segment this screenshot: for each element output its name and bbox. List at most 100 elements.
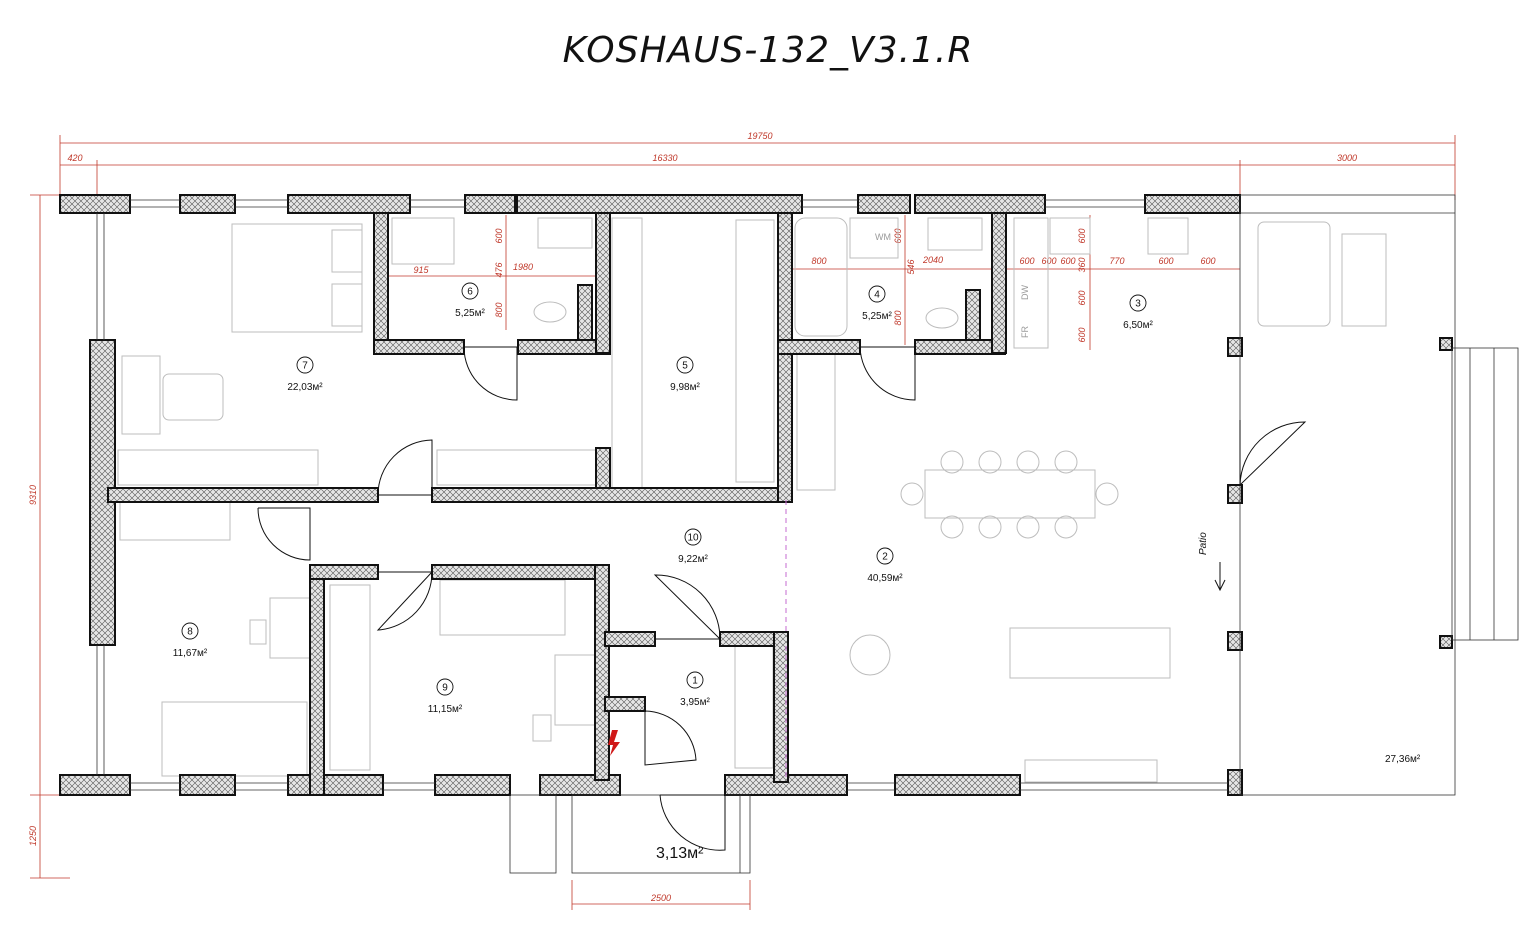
sofa bbox=[1009, 627, 1171, 679]
armchair bbox=[162, 373, 224, 421]
room-number: 5 bbox=[682, 361, 688, 372]
dim-inner: 600 bbox=[1077, 228, 1087, 243]
dim-inner: 600 bbox=[1019, 256, 1034, 266]
room-markers: 13,95м²240,59м²36,50м²45,25м²59,98м²65,2… bbox=[173, 282, 1154, 715]
doors bbox=[257, 346, 1307, 851]
dim-inner: 600 bbox=[1041, 256, 1056, 266]
wardrobe bbox=[119, 501, 231, 541]
room-number: 1 bbox=[692, 676, 698, 687]
dim-left-offset: 420 bbox=[67, 153, 82, 163]
dim-inner: 1980 bbox=[513, 262, 533, 272]
patio-label: Patio bbox=[1198, 532, 1209, 555]
wardrobe bbox=[611, 217, 643, 489]
bed bbox=[161, 701, 308, 777]
room-area: 5,25м² bbox=[862, 311, 892, 322]
wardrobe bbox=[734, 645, 774, 769]
room-area: 40,59м² bbox=[867, 573, 903, 584]
room-marker-circle bbox=[684, 528, 702, 546]
desk bbox=[269, 597, 311, 659]
sink bbox=[927, 217, 983, 251]
dim-inner: 800 bbox=[811, 256, 826, 266]
washing-machine-label: WM bbox=[875, 232, 891, 242]
room-number: 8 bbox=[187, 627, 193, 638]
dim-overall: 19750 bbox=[747, 131, 772, 141]
dim-inner: 800 bbox=[494, 302, 504, 317]
room-number: 10 bbox=[687, 533, 699, 544]
dim-inner: 2040 bbox=[922, 255, 943, 265]
outdoor-sofa bbox=[1257, 221, 1331, 327]
dim-inner: 360 bbox=[1077, 257, 1087, 272]
chair bbox=[249, 619, 267, 645]
washing-machine bbox=[849, 217, 899, 259]
dim-inner: 770 bbox=[1109, 256, 1124, 266]
dim-inner: 546 bbox=[906, 259, 916, 274]
walls bbox=[59, 194, 1453, 796]
room-area: 3,95м² bbox=[680, 697, 710, 708]
chair bbox=[532, 714, 552, 742]
room-area: 11,15м² bbox=[428, 704, 463, 715]
room-marker-circle bbox=[296, 356, 314, 374]
dim-inner: 600 bbox=[1200, 256, 1215, 266]
wardrobe bbox=[329, 584, 371, 771]
patio-area: 27,36м² bbox=[1385, 754, 1421, 765]
room-marker-circle bbox=[461, 282, 479, 300]
bathtub bbox=[794, 217, 848, 337]
dim-inner: 600 bbox=[1077, 327, 1087, 342]
dim-height: 9310 bbox=[28, 485, 38, 505]
slope-arrow-icon bbox=[1214, 562, 1226, 592]
desk bbox=[554, 654, 596, 726]
room-number: 7 bbox=[302, 361, 308, 372]
room-number: 9 bbox=[442, 683, 448, 694]
room-marker-circle bbox=[868, 285, 886, 303]
porch-area: 3,13м² bbox=[656, 845, 704, 862]
bed bbox=[439, 579, 566, 636]
room-number: 6 bbox=[467, 287, 473, 298]
dining-table bbox=[924, 469, 1096, 519]
wardrobe bbox=[436, 449, 598, 486]
kitchen-sink bbox=[1049, 217, 1091, 255]
toilet bbox=[533, 301, 567, 323]
wardrobe bbox=[117, 449, 319, 486]
dimension-lines bbox=[30, 135, 1456, 910]
furniture bbox=[117, 217, 1387, 783]
dim-inner: 600 bbox=[1077, 290, 1087, 305]
electrical-panel-icon bbox=[608, 730, 620, 756]
dim-porch-width: 2500 bbox=[650, 893, 671, 903]
room-area: 6,50м² bbox=[1123, 320, 1153, 331]
dim-porch-depth: 1250 bbox=[28, 826, 38, 846]
bed bbox=[231, 223, 363, 333]
dim-inner: 600 bbox=[494, 228, 504, 243]
dim-main: 16330 bbox=[652, 153, 677, 163]
pillow bbox=[331, 229, 363, 273]
armchair bbox=[849, 634, 891, 676]
tv-console bbox=[1024, 759, 1158, 783]
shelving bbox=[796, 349, 836, 491]
fridge-label: FR bbox=[1020, 326, 1030, 338]
cabinet bbox=[121, 355, 161, 435]
pillow bbox=[331, 283, 363, 327]
dim-patio: 3000 bbox=[1337, 153, 1357, 163]
appliance-column bbox=[1013, 217, 1049, 349]
dim-inner: 915 bbox=[413, 265, 429, 275]
dim-inner: 476 bbox=[494, 262, 504, 277]
room-marker-circle bbox=[436, 678, 454, 696]
toilet bbox=[925, 307, 959, 329]
plan-title: KOSHAUS-132_V3.1.R bbox=[562, 30, 974, 71]
room-marker-circle bbox=[181, 622, 199, 640]
room-number: 2 bbox=[882, 552, 888, 563]
room-marker-circle bbox=[876, 547, 894, 565]
hob bbox=[1147, 217, 1189, 255]
room-number: 3 bbox=[1135, 299, 1141, 310]
shower bbox=[391, 217, 455, 265]
room-number: 4 bbox=[874, 290, 880, 301]
dim-inner: 600 bbox=[1060, 256, 1075, 266]
dishwasher-label: DW bbox=[1020, 285, 1030, 300]
room-area: 11,67м² bbox=[173, 648, 208, 659]
wardrobe bbox=[735, 219, 775, 483]
dim-inner: 600 bbox=[1158, 256, 1173, 266]
room-area: 5,25м² bbox=[455, 308, 485, 319]
room-area: 9,22м² bbox=[678, 554, 708, 565]
room-marker-circle bbox=[686, 671, 704, 689]
sink bbox=[537, 217, 593, 249]
